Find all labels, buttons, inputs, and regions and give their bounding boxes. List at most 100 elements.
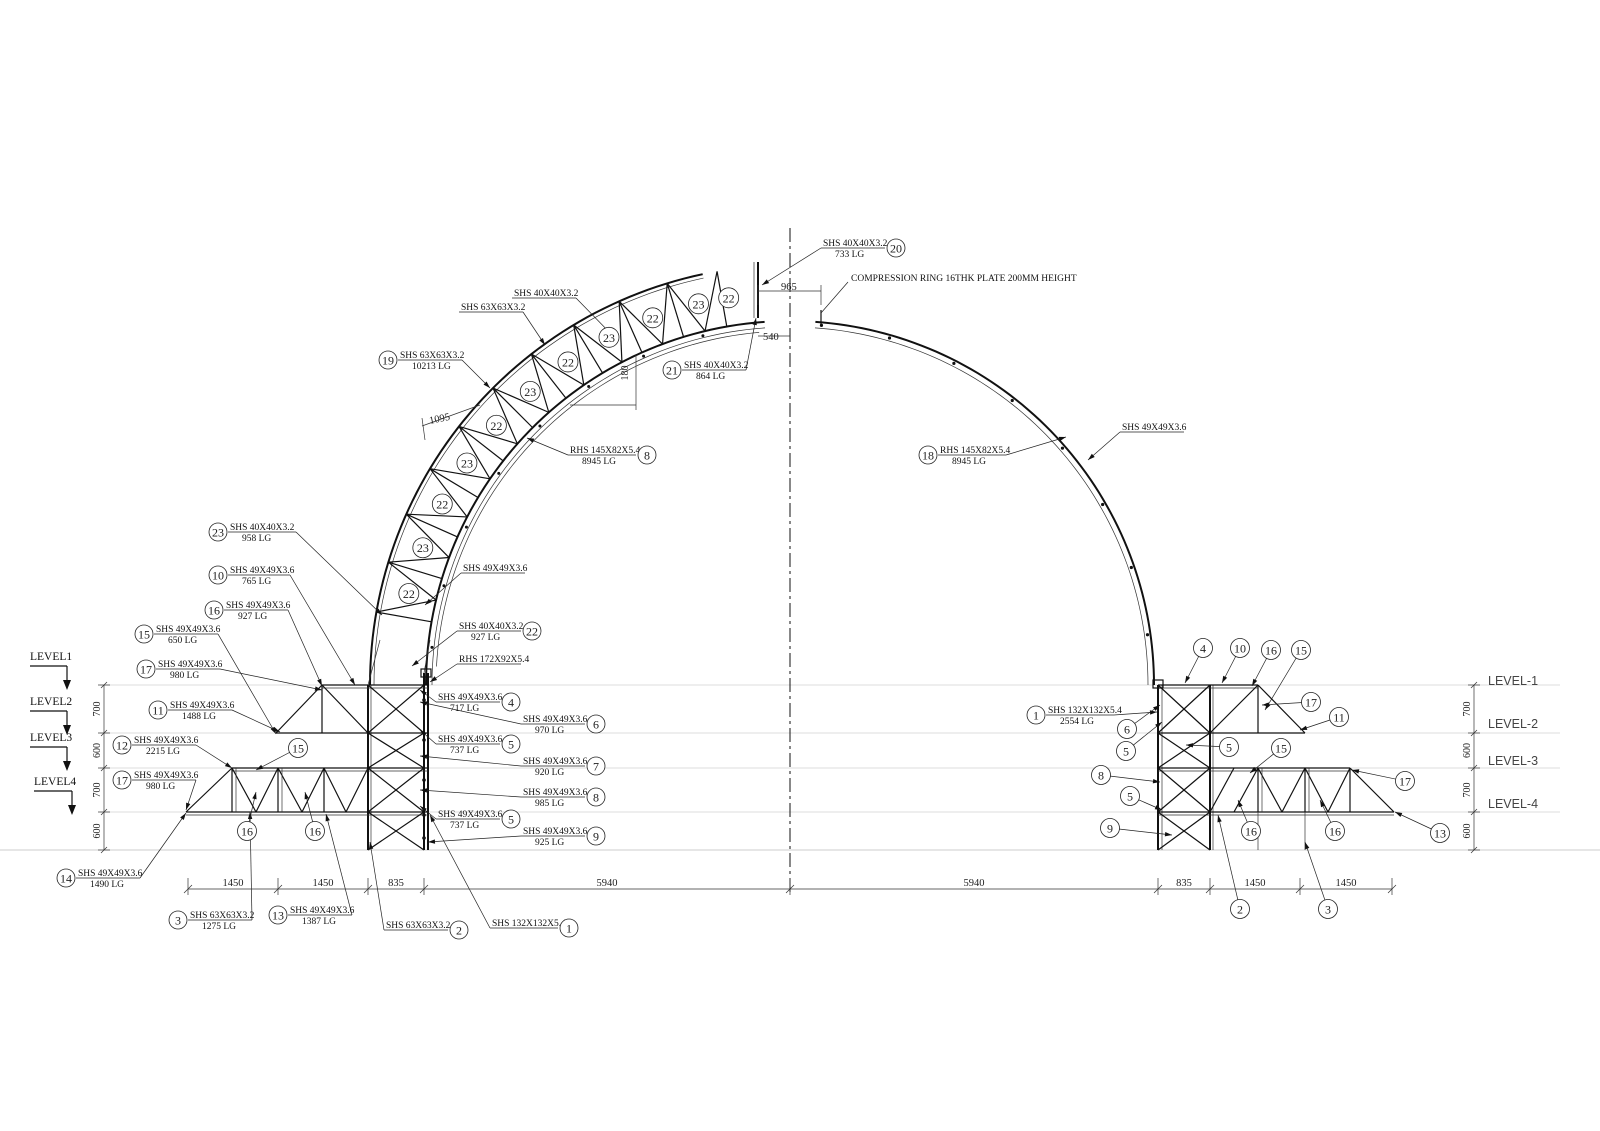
arch-panel-tag-22: 22 (557, 351, 579, 373)
member-tag-1: 1 (1026, 705, 1046, 725)
member-size: SHS 49X49X3.6 (170, 701, 235, 711)
leader-line (369, 841, 385, 931)
leader-arrowhead (420, 754, 428, 759)
member-size: SHS 49X49X3.6 (523, 715, 588, 725)
svg-text:15: 15 (138, 628, 150, 642)
level-2-label: LEVEL2 (30, 696, 72, 708)
arch-panel-tag-22: 22 (431, 493, 453, 515)
rib-bolt (887, 336, 892, 340)
leader-arrowhead (1185, 675, 1191, 683)
vertical-dimension-slash (1470, 764, 1478, 772)
member-tag-22: 22 (522, 621, 542, 641)
column-bolt (422, 778, 426, 782)
inner-chord (425, 320, 765, 686)
lower-diagonal (301, 767, 325, 813)
lower-diagonal (277, 767, 303, 813)
member-size: SHS 49X49X3.6 (290, 906, 355, 916)
leader-arrowhead (325, 814, 330, 822)
truss-vertical (458, 425, 504, 462)
leader-arrowhead (1320, 800, 1326, 808)
svg-text:16: 16 (208, 604, 220, 618)
leader-arrowhead (1252, 678, 1258, 686)
member-length: 737 LG (450, 821, 479, 831)
r-lower-brace (1349, 767, 1395, 813)
leader-line (295, 531, 383, 616)
truss-diagonal (704, 271, 718, 332)
arch-panel-tag-23: 23 (598, 326, 620, 348)
leader-arrowhead (420, 701, 428, 706)
chord-bolt (464, 525, 468, 529)
leader-line (1005, 436, 1067, 456)
level-4-right-label: LEVEL-4 (1488, 797, 1538, 811)
right-tag-15: 15 (1271, 738, 1291, 758)
vertical-dimension-slash (100, 729, 108, 737)
svg-text:8: 8 (1098, 769, 1104, 783)
leader-arrowhead (1395, 812, 1403, 817)
svg-text:9: 9 (1107, 822, 1113, 836)
left-arch-truss (369, 262, 766, 686)
truss-diagonal (387, 561, 437, 601)
leader-line (139, 812, 187, 879)
r-upper-diagonal (1209, 684, 1259, 734)
member-label: SHS 40X40X3.2 (512, 289, 579, 299)
svg-text:22: 22 (647, 311, 659, 325)
truss-diagonal (530, 353, 550, 413)
right-tag-5: 5 (1116, 741, 1136, 761)
member-size: SHS 49X49X3.6 (463, 564, 528, 574)
member-size: RHS 145X82X5.4 (940, 446, 1010, 456)
svg-text:22: 22 (723, 291, 735, 305)
leader-arrowhead (1149, 710, 1157, 715)
r-lower-diagonal (1209, 767, 1235, 813)
member-length: 765 LG (242, 577, 271, 587)
dimension-slash (1387, 884, 1397, 894)
upper-diagonal (321, 684, 369, 734)
leader-arrowhead (539, 337, 545, 345)
leader-arrowhead (1262, 702, 1270, 707)
arch-panel-tag-22: 22 (642, 307, 664, 329)
rib-bolt (1010, 398, 1014, 403)
leader-line (761, 247, 822, 286)
member-tag-18: 18 (918, 445, 938, 465)
truss-diagonal (492, 387, 550, 413)
leader-arrowhead (420, 806, 427, 813)
leader-line (1304, 841, 1329, 910)
svg-text:3: 3 (1325, 903, 1331, 917)
svg-text:1: 1 (566, 922, 572, 936)
svg-text:16: 16 (1265, 644, 1277, 658)
leader-line (429, 814, 491, 929)
leader-arrowhead (368, 842, 374, 850)
truss-diagonal (492, 387, 518, 445)
leader-arrowhead (272, 727, 280, 732)
member-size: SHS 49X49X3.6 (523, 757, 588, 767)
leader-arrowhead (412, 659, 419, 666)
leader-line (1264, 649, 1302, 711)
member-size: SHS 49X49X3.6 (78, 869, 143, 879)
member-length: 717 LG (450, 704, 479, 714)
member-length: 1488 LG (182, 712, 216, 722)
member-tag-9: 9 (586, 826, 606, 846)
svg-text:14: 14 (60, 872, 72, 886)
svg-text:18: 18 (922, 449, 934, 463)
vertical-dimension-value: 700 (1462, 702, 1473, 717)
member-length: 1387 LG (302, 917, 336, 927)
leader-arrowhead (1352, 769, 1360, 774)
member-size: SHS 63X63X3.2 (190, 911, 255, 921)
truss-vertical (666, 283, 685, 338)
svg-text:10: 10 (212, 569, 224, 583)
vertical-dimension-slash (1470, 681, 1478, 689)
dimension-value: 1450 (1336, 878, 1357, 889)
svg-text:19: 19 (382, 354, 394, 368)
svg-text:5: 5 (1226, 741, 1232, 755)
leader-line (526, 437, 569, 456)
svg-text:2: 2 (456, 924, 462, 938)
vertical-dimension-value: 600 (92, 824, 103, 839)
